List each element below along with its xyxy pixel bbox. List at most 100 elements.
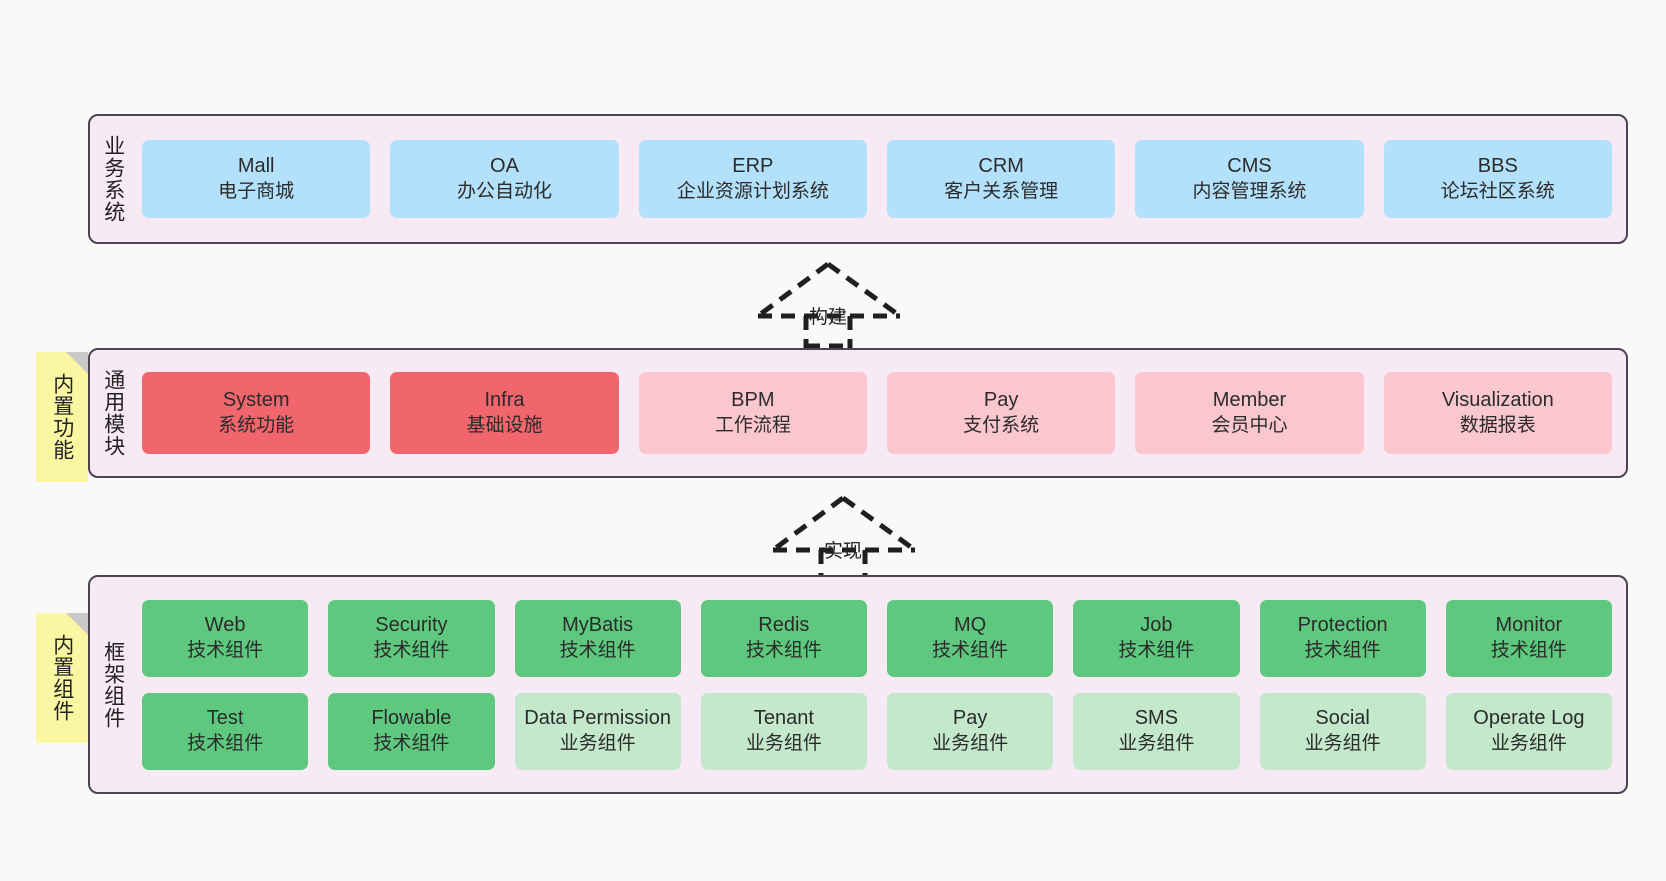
node-title-cn: 论坛社区系统 xyxy=(1440,180,1555,202)
connector-label-build: 构建 xyxy=(809,307,848,328)
node-data-permission[interactable]: Data Permission 业务组件 xyxy=(514,692,681,770)
node-web[interactable]: Web 技术组件 xyxy=(142,599,309,677)
node-title-en: CRM xyxy=(978,155,1024,178)
connector-label-implement: 实现 xyxy=(824,541,863,562)
layer-framework-component: 框架组件 Web 技术组件 Security 技术组件 MyBatis 技术组件… xyxy=(88,575,1628,794)
note-builtin-component: 内置组件 xyxy=(36,613,88,743)
node-title-en: Redis xyxy=(758,614,810,637)
node-title-en: SMS xyxy=(1134,707,1179,730)
node-title-cn: 工作流程 xyxy=(714,414,791,436)
node-title-cn: 技术组件 xyxy=(187,639,264,661)
node-title-cn: 技术组件 xyxy=(559,639,636,661)
node-title-cn: 业务组件 xyxy=(1118,732,1195,754)
node-title-en: BBS xyxy=(1477,155,1518,178)
node-title-cn: 企业资源计划系统 xyxy=(676,180,829,202)
node-bpm[interactable]: BPM 工作流程 xyxy=(638,372,867,454)
node-title-cn: 技术组件 xyxy=(373,639,450,661)
node-job[interactable]: Job 技术组件 xyxy=(1073,599,1240,677)
node-infra[interactable]: Infra 基础设施 xyxy=(390,372,619,454)
node-row: Mall 电子商城 OA 办公自动化 ERP 企业资源计划系统 CRM 客户关系… xyxy=(142,140,1612,218)
node-system[interactable]: System 系统功能 xyxy=(142,372,371,454)
node-title-en: Test xyxy=(206,707,244,730)
node-title-cn: 技术组件 xyxy=(745,639,822,661)
node-title-cn: 业务组件 xyxy=(932,732,1009,754)
node-pay-business[interactable]: Pay 业务组件 xyxy=(887,692,1054,770)
node-bbs[interactable]: BBS 论坛社区系统 xyxy=(1383,140,1612,218)
node-row: System 系统功能 Infra 基础设施 BPM 工作流程 Pay 支付系统… xyxy=(142,372,1612,454)
layer-title-business-system: 业务系统 xyxy=(101,135,125,223)
node-mq[interactable]: MQ 技术组件 xyxy=(887,599,1054,677)
node-title-en: Job xyxy=(1140,614,1173,637)
node-mybatis[interactable]: MyBatis 技术组件 xyxy=(514,599,681,677)
node-title-cn: 系统功能 xyxy=(218,414,295,436)
node-title-cn: 数据报表 xyxy=(1459,414,1536,436)
node-title-cn: 业务组件 xyxy=(559,732,636,754)
node-title-en: Monitor xyxy=(1495,614,1563,637)
node-title-cn: 电子商城 xyxy=(218,180,295,202)
node-title-en: Infra xyxy=(484,389,525,412)
connector-implement: 实现 xyxy=(765,492,925,583)
node-title-en: Visualization xyxy=(1441,389,1554,412)
node-social[interactable]: Social 业务组件 xyxy=(1259,692,1426,770)
node-cms[interactable]: CMS 内容管理系统 xyxy=(1135,140,1364,218)
node-title-en: Data Permission xyxy=(524,707,671,730)
layer-title-framework-component: 框架组件 xyxy=(101,640,125,729)
node-title-cn: 业务组件 xyxy=(1304,732,1381,754)
node-title-cn: 内容管理系统 xyxy=(1192,180,1307,202)
node-flowable[interactable]: Flowable 技术组件 xyxy=(328,692,495,770)
node-title-en: System xyxy=(222,389,290,412)
layer-body-framework-component: Web 技术组件 Security 技术组件 MyBatis 技术组件 Redi… xyxy=(136,577,1626,792)
node-title-en: OA xyxy=(490,155,519,178)
node-mall[interactable]: Mall 电子商城 xyxy=(142,140,371,218)
node-title-en: Tenant xyxy=(753,707,814,730)
node-operate-log[interactable]: Operate Log 业务组件 xyxy=(1445,692,1612,770)
node-test[interactable]: Test 技术组件 xyxy=(142,692,309,770)
node-title-en: MQ xyxy=(954,614,987,637)
node-title-cn: 支付系统 xyxy=(963,414,1040,436)
node-title-en: Protection xyxy=(1297,614,1388,637)
node-pay[interactable]: Pay 支付系统 xyxy=(886,372,1116,454)
node-monitor[interactable]: Monitor 技术组件 xyxy=(1445,599,1612,677)
node-sms[interactable]: SMS 业务组件 xyxy=(1073,692,1240,770)
layer-title-common-module: 通用模块 xyxy=(101,369,125,457)
node-title-en: Member xyxy=(1212,389,1287,412)
node-redis[interactable]: Redis 技术组件 xyxy=(700,599,867,677)
dashed-generalization-arrow-icon xyxy=(756,261,902,349)
layer-business-system: 业务系统 Mall 电子商城 OA 办公自动化 ERP 企业资源计划系统 CRM… xyxy=(88,114,1628,244)
node-member[interactable]: Member 会员中心 xyxy=(1135,372,1364,454)
node-title-en: MyBatis xyxy=(562,614,634,637)
node-title-cn: 办公自动化 xyxy=(456,180,552,202)
node-title-en: Social xyxy=(1315,707,1370,730)
layer-common-module: 通用模块 System 系统功能 Infra 基础设施 BPM 工作流程 Pay… xyxy=(88,348,1628,478)
node-tenant[interactable]: Tenant 业务组件 xyxy=(700,692,867,770)
node-title-en: Security xyxy=(375,614,448,637)
node-protection[interactable]: Protection 技术组件 xyxy=(1259,599,1426,677)
node-erp[interactable]: ERP 企业资源计划系统 xyxy=(638,140,867,218)
node-title-en: Operate Log xyxy=(1473,707,1585,730)
node-title-cn: 技术组件 xyxy=(187,732,264,754)
layer-body-common-module: System 系统功能 Infra 基础设施 BPM 工作流程 Pay 支付系统… xyxy=(136,350,1626,476)
node-row: Test 技术组件 Flowable 技术组件 Data Permission … xyxy=(142,692,1612,770)
node-title-cn: 技术组件 xyxy=(1304,639,1381,661)
node-title-cn: 客户关系管理 xyxy=(944,180,1059,202)
node-title-en: ERP xyxy=(732,155,774,178)
node-title-cn: 技术组件 xyxy=(1118,639,1195,661)
layer-body-business-system: Mall 电子商城 OA 办公自动化 ERP 企业资源计划系统 CRM 客户关系… xyxy=(136,116,1626,242)
node-security[interactable]: Security 技术组件 xyxy=(328,599,495,677)
node-title-en: BPM xyxy=(731,389,775,412)
node-title-en: CMS xyxy=(1227,155,1272,178)
node-oa[interactable]: OA 办公自动化 xyxy=(390,140,619,218)
node-visualization[interactable]: Visualization 数据报表 xyxy=(1383,372,1612,454)
node-title-en: Web xyxy=(204,614,246,637)
node-title-en: Pay xyxy=(983,389,1019,412)
note-builtin-function: 内置功能 xyxy=(36,352,88,482)
node-title-en: Mall xyxy=(237,155,275,178)
node-title-cn: 会员中心 xyxy=(1211,414,1288,436)
node-title-cn: 技术组件 xyxy=(932,639,1009,661)
connector-build: 构建 xyxy=(750,258,910,349)
node-title-cn: 技术组件 xyxy=(373,732,450,754)
node-row: Web 技术组件 Security 技术组件 MyBatis 技术组件 Redi… xyxy=(142,599,1612,677)
node-crm[interactable]: CRM 客户关系管理 xyxy=(886,140,1116,218)
node-title-en: Flowable xyxy=(371,707,452,730)
